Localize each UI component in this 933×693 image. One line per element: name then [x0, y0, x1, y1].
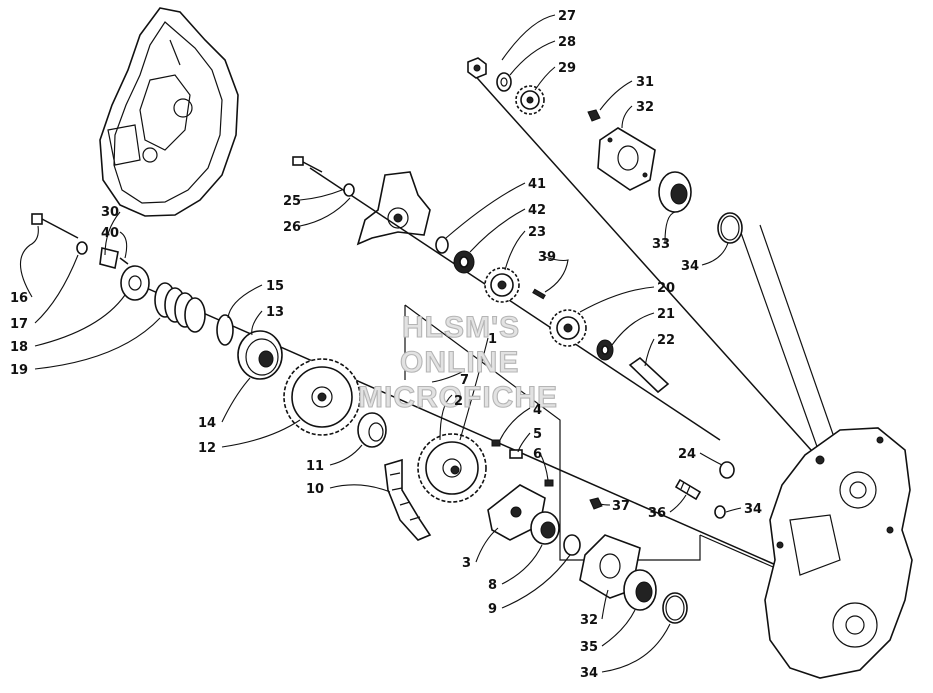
part-1-gear — [417, 433, 487, 503]
callout-29: 29 — [558, 61, 576, 76]
part-16-bolt — [31, 213, 79, 239]
callout-3: 3 — [462, 556, 471, 571]
part-9-washer — [563, 534, 581, 556]
callout-13: 13 — [266, 305, 284, 320]
part-38-nut — [589, 497, 603, 510]
callout-41: 41 — [528, 177, 546, 192]
callout-1: 1 — [488, 332, 497, 347]
callout-22: 22 — [657, 333, 675, 348]
callout-39: 39 — [538, 250, 556, 265]
callout-15: 15 — [266, 279, 284, 294]
part-18-cap — [120, 265, 150, 301]
callout-33: 33 — [652, 237, 670, 252]
part-33-bearing — [658, 171, 692, 213]
callout-32-lower: 32 — [580, 613, 598, 628]
part-36-bearing — [623, 569, 657, 611]
part-15-ring — [216, 314, 234, 346]
callout-23: 23 — [528, 225, 546, 240]
callout-20: 20 — [657, 281, 675, 296]
callout-19: 19 — [10, 363, 28, 378]
watermark: HLSM'S ONLINE MICROFICHE — [357, 310, 558, 414]
callout-26: 26 — [283, 220, 301, 235]
callout-14: 14 — [198, 416, 216, 431]
part-17-washer — [76, 241, 88, 255]
leader-lines — [19, 14, 742, 673]
callout-11: 11 — [306, 459, 324, 474]
callout-34-lower: 34 — [580, 666, 598, 681]
callout-5: 5 — [533, 427, 542, 442]
callout-38: 37 — [612, 499, 630, 514]
callout-labels: 27 28 29 31 32 33 34 25 26 41 42 23 39 2… — [10, 9, 762, 681]
upper-bracket — [356, 171, 431, 246]
callout-9: 9 — [488, 602, 497, 617]
part-30-40-clip — [99, 247, 129, 269]
callout-6: 6 — [533, 447, 542, 462]
part-4-5-6-screws — [491, 439, 554, 487]
part-39-pin — [532, 288, 546, 300]
part-35-oring — [714, 505, 726, 519]
part-19-spring — [154, 282, 206, 333]
part-37-fitting — [674, 478, 702, 501]
part-13-14-hub — [237, 330, 283, 380]
part-34-snap-ring-lower — [662, 592, 688, 624]
part-25-bolt — [292, 156, 323, 173]
part-28-washer — [496, 72, 512, 92]
callout-34-upper: 34 — [681, 259, 699, 274]
callout-24: 24 — [678, 447, 696, 462]
callout-17: 17 — [10, 317, 28, 332]
callout-4: 4 — [533, 403, 542, 418]
callout-10: 10 — [306, 482, 324, 497]
part-26-washer — [343, 183, 355, 197]
callout-37: 36 — [648, 506, 666, 521]
part-31-bolt — [587, 109, 601, 122]
callout-8: 8 — [488, 578, 497, 593]
callout-32-upper: 32 — [636, 100, 654, 115]
part-22-spacer — [628, 356, 670, 394]
callout-7: 7 — [460, 373, 469, 388]
part-41-washer — [435, 236, 449, 254]
part-12-sprocket — [283, 358, 361, 436]
part-10-chain — [384, 458, 432, 541]
callout-21: 21 — [657, 307, 675, 322]
watermark-line-3: MICROFICHE — [358, 381, 558, 414]
part-34-snap-ring-upper — [717, 212, 743, 244]
callout-18: 18 — [10, 340, 28, 355]
callout-31: 31 — [636, 75, 654, 90]
callout-36: 35 — [580, 640, 598, 655]
part-11-pinion — [357, 412, 387, 448]
part-27-nut — [467, 57, 487, 79]
gear-case — [764, 427, 913, 679]
part-8-bearing — [530, 511, 560, 545]
callout-42: 42 — [528, 203, 546, 218]
part-23-gear — [484, 267, 520, 303]
callout-2: 2 — [454, 394, 463, 409]
chaincase-cover — [99, 7, 239, 217]
part-29-sprocket — [515, 85, 545, 115]
watermark-line-1: HLSM'S — [402, 311, 520, 344]
part-32-flange-upper — [597, 127, 656, 191]
callout-28: 28 — [558, 35, 576, 50]
watermark-line-2: ONLINE — [400, 346, 519, 379]
part-20-gear — [549, 309, 587, 347]
part-24-washer — [719, 461, 735, 479]
callout-40: 40 — [101, 226, 119, 241]
callout-35: 34 — [744, 502, 762, 517]
part-21-bearing — [596, 339, 614, 361]
callout-25: 25 — [283, 194, 301, 209]
callout-27: 27 — [558, 9, 576, 24]
part-42-bearing — [453, 250, 475, 274]
callout-12: 12 — [198, 441, 216, 456]
callout-16: 16 — [10, 291, 28, 306]
callout-30: 30 — [101, 205, 119, 220]
